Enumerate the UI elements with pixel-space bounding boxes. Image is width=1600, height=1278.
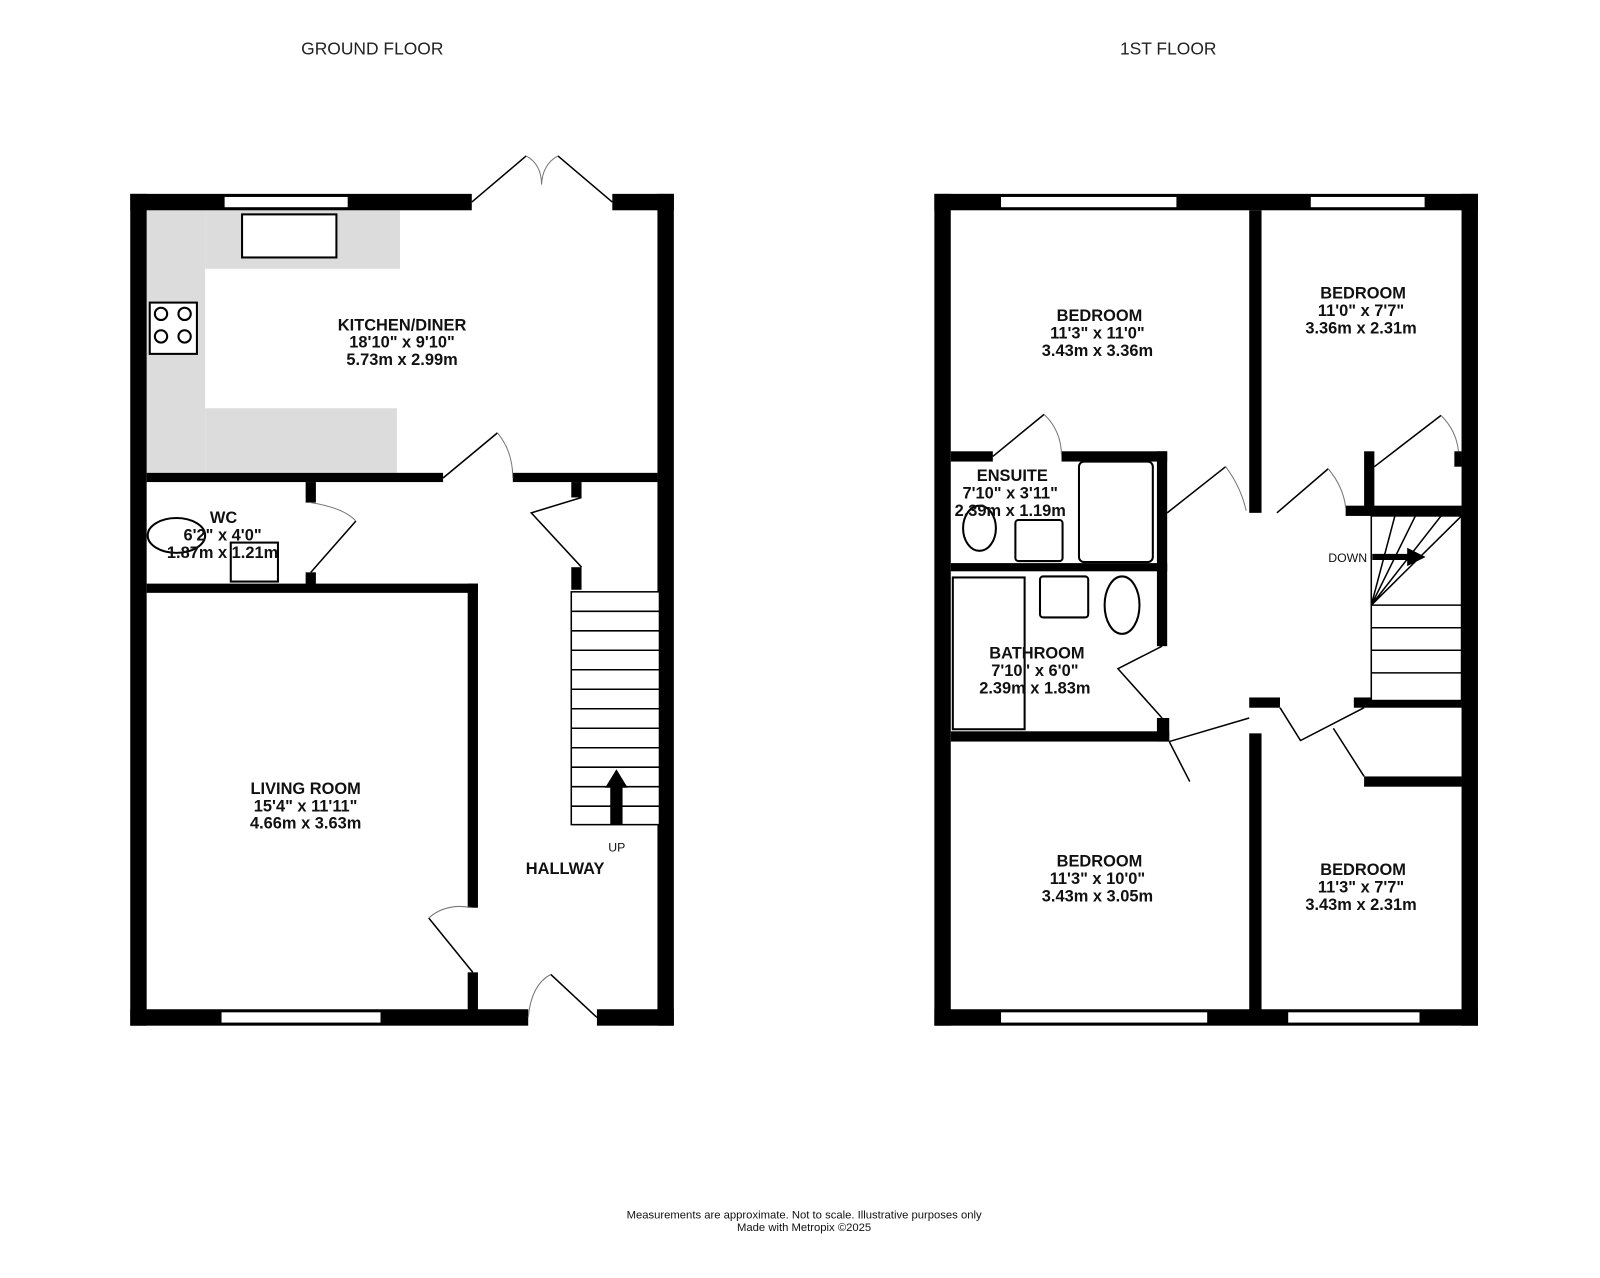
window bbox=[222, 194, 350, 210]
svg-text:15'4" x 11'11": 15'4" x 11'11" bbox=[254, 797, 358, 815]
room-label-bedroom-2: BEDROOM 11'0" x 7'7" 3.36m x 2.31m bbox=[1305, 284, 1416, 337]
svg-text:7'10" x 6'0": 7'10" x 6'0" bbox=[991, 662, 1078, 680]
svg-text:BATHROOM: BATHROOM bbox=[989, 644, 1084, 662]
wc-basin bbox=[229, 541, 279, 583]
room-label-kitchen: KITCHEN/DINER 18'10" x 9'10" 5.73m x 2.9… bbox=[338, 316, 467, 369]
svg-text:3.36m x 2.31m: 3.36m x 2.31m bbox=[1305, 319, 1416, 337]
room-label-bedroom-1: BEDROOM 11'3" x 11'0" 3.43m x 3.36m bbox=[1042, 307, 1153, 360]
room-label-bathroom: BATHROOM 7'10" x 6'0" 2.39m x 1.83m bbox=[979, 644, 1090, 697]
stairs-down-label: DOWN bbox=[1328, 551, 1367, 565]
svg-text:7'10" x 3'11": 7'10" x 3'11" bbox=[963, 484, 1058, 502]
svg-text:11'3" x 11'0": 11'3" x 11'0" bbox=[1050, 324, 1145, 342]
window bbox=[219, 1010, 383, 1025]
svg-text:BEDROOM: BEDROOM bbox=[1057, 307, 1143, 325]
room-label-bedroom-4: BEDROOM 11'3" x 7'7" 3.43m x 2.31m bbox=[1305, 861, 1416, 914]
svg-text:WC: WC bbox=[210, 509, 237, 527]
svg-text:KITCHEN/DINER: KITCHEN/DINER bbox=[338, 316, 467, 334]
ground-floor-plan: UP bbox=[130, 155, 674, 1026]
svg-text:BEDROOM: BEDROOM bbox=[1320, 284, 1406, 302]
bathroom-toilet bbox=[1103, 575, 1141, 635]
footer-disclaimer: Measurements are approximate. Not to sca… bbox=[627, 1209, 982, 1221]
svg-text:11'0" x 7'7": 11'0" x 7'7" bbox=[1318, 302, 1404, 320]
room-label-bedroom-3: BEDROOM 11'3" x 10'0" 3.43m x 3.05m bbox=[1042, 853, 1153, 906]
hob-burners-icon bbox=[153, 306, 192, 344]
svg-text:LIVING ROOM: LIVING ROOM bbox=[250, 780, 360, 798]
svg-text:2.39m x 1.19m: 2.39m x 1.19m bbox=[955, 502, 1066, 520]
svg-text:3.43m x 2.31m: 3.43m x 2.31m bbox=[1305, 896, 1416, 914]
shower bbox=[1077, 460, 1154, 564]
room-label-ensuite: ENSUITE 7'10" x 3'11" 2.39m x 1.19m bbox=[955, 467, 1066, 520]
wc-toilet bbox=[146, 516, 207, 554]
svg-text:6'2" x 4'0": 6'2" x 4'0" bbox=[184, 527, 262, 545]
doors bbox=[310, 155, 613, 1019]
svg-text:3.43m x 3.05m: 3.43m x 3.05m bbox=[1042, 888, 1153, 906]
first-floor-title: 1ST FLOOR bbox=[1120, 38, 1217, 58]
window bbox=[998, 194, 1179, 210]
doors bbox=[992, 413, 1459, 782]
footer-credit: Made with Metropix ©2025 bbox=[737, 1222, 871, 1234]
svg-text:18'10" x 9'10": 18'10" x 9'10" bbox=[349, 334, 454, 352]
svg-text:5.73m x 2.99m: 5.73m x 2.99m bbox=[346, 351, 457, 369]
stairs-up-label: UP bbox=[608, 840, 625, 854]
ensuite-toilet bbox=[962, 504, 997, 552]
bath bbox=[951, 576, 1026, 731]
room-label-wc: WC 6'2" x 4'0" 1.87m x 1.21m bbox=[167, 509, 278, 562]
kitchen-counter-bottom bbox=[205, 408, 397, 473]
room-label-hallway: HALLWAY bbox=[526, 860, 605, 878]
arrow-up-icon bbox=[605, 769, 628, 825]
svg-text:BEDROOM: BEDROOM bbox=[1057, 853, 1143, 871]
ground-floor-title: GROUND FLOOR bbox=[301, 38, 443, 58]
window bbox=[1308, 194, 1427, 210]
svg-text:3.43m x 3.36m: 3.43m x 3.36m bbox=[1042, 342, 1153, 360]
stairs-down bbox=[1370, 515, 1463, 702]
svg-text:11'3" x 7'7": 11'3" x 7'7" bbox=[1318, 878, 1404, 896]
sink bbox=[241, 213, 338, 259]
window bbox=[998, 1010, 1210, 1025]
arrow-right-icon bbox=[1372, 547, 1426, 567]
svg-text:2.39m x 1.83m: 2.39m x 1.83m bbox=[979, 679, 1090, 697]
svg-text:BEDROOM: BEDROOM bbox=[1320, 861, 1406, 879]
room-label-living: LIVING ROOM 15'4" x 11'11" 4.66m x 3.63m bbox=[250, 780, 361, 833]
svg-text:11'3" x 10'0": 11'3" x 10'0" bbox=[1050, 870, 1145, 888]
svg-text:ENSUITE: ENSUITE bbox=[977, 467, 1048, 485]
stairs-up bbox=[570, 591, 661, 826]
ensuite-basin bbox=[1014, 518, 1064, 563]
bathroom-basin bbox=[1038, 575, 1090, 619]
window bbox=[1286, 1010, 1422, 1025]
svg-text:4.66m x 3.63m: 4.66m x 3.63m bbox=[250, 815, 361, 833]
svg-text:1.87m x 1.21m: 1.87m x 1.21m bbox=[167, 544, 278, 562]
first-floor-plan: DOWN bbox=[934, 193, 1478, 1026]
